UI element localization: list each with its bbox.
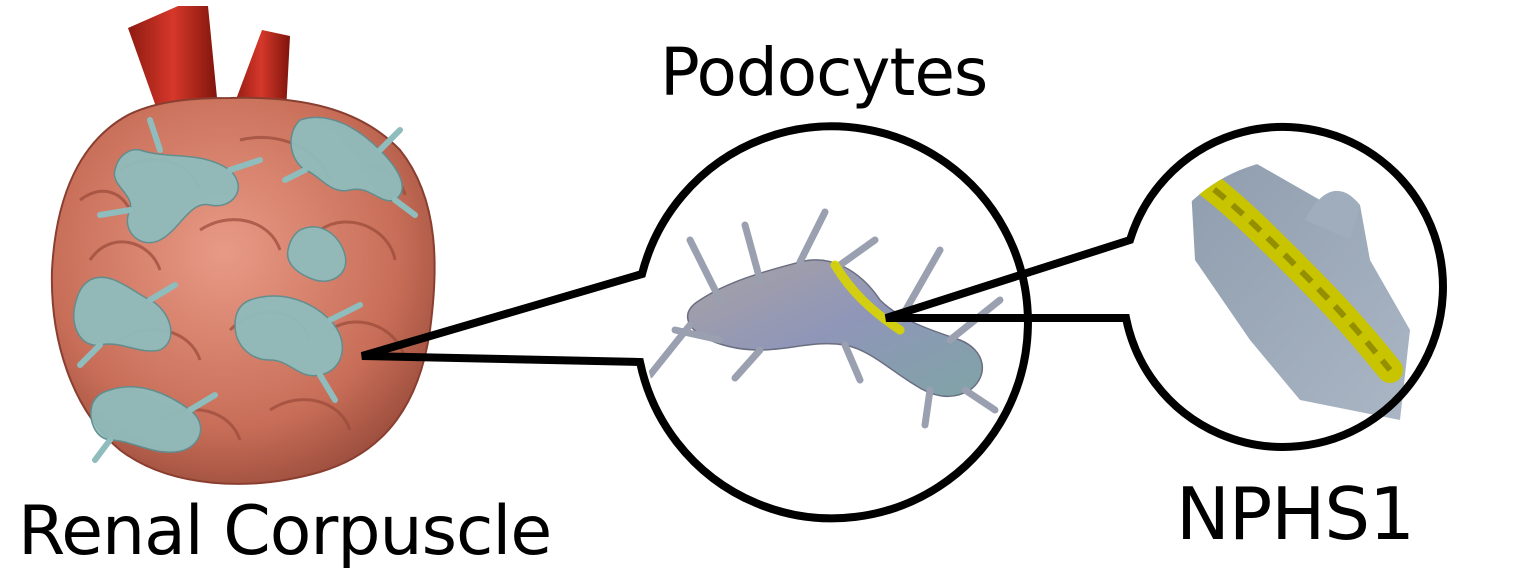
nphs1-highlight-mid [830, 260, 905, 335]
podocyte-coverage [73, 116, 403, 453]
nphs1-label: NPHS1 [1176, 472, 1415, 556]
nphs1-callout [884, 122, 1447, 451]
nphs1-band-core [1193, 172, 1393, 372]
podocyte-callout [360, 122, 1032, 523]
membrane-branch [1305, 190, 1360, 240]
efferent-vessel [232, 30, 290, 112]
callout-outline-mid [360, 122, 1032, 523]
podocytes-label: Podocytes [660, 34, 988, 111]
podocyte-cell-shape [646, 208, 1004, 429]
renal-corpuscle-label: Renal Corpuscle [18, 492, 552, 571]
callout-outline-right [884, 122, 1447, 451]
renal-corpuscle-illustration [50, 6, 436, 485]
afferent-vessel [128, 6, 218, 118]
podocyte-processes [77, 117, 418, 463]
